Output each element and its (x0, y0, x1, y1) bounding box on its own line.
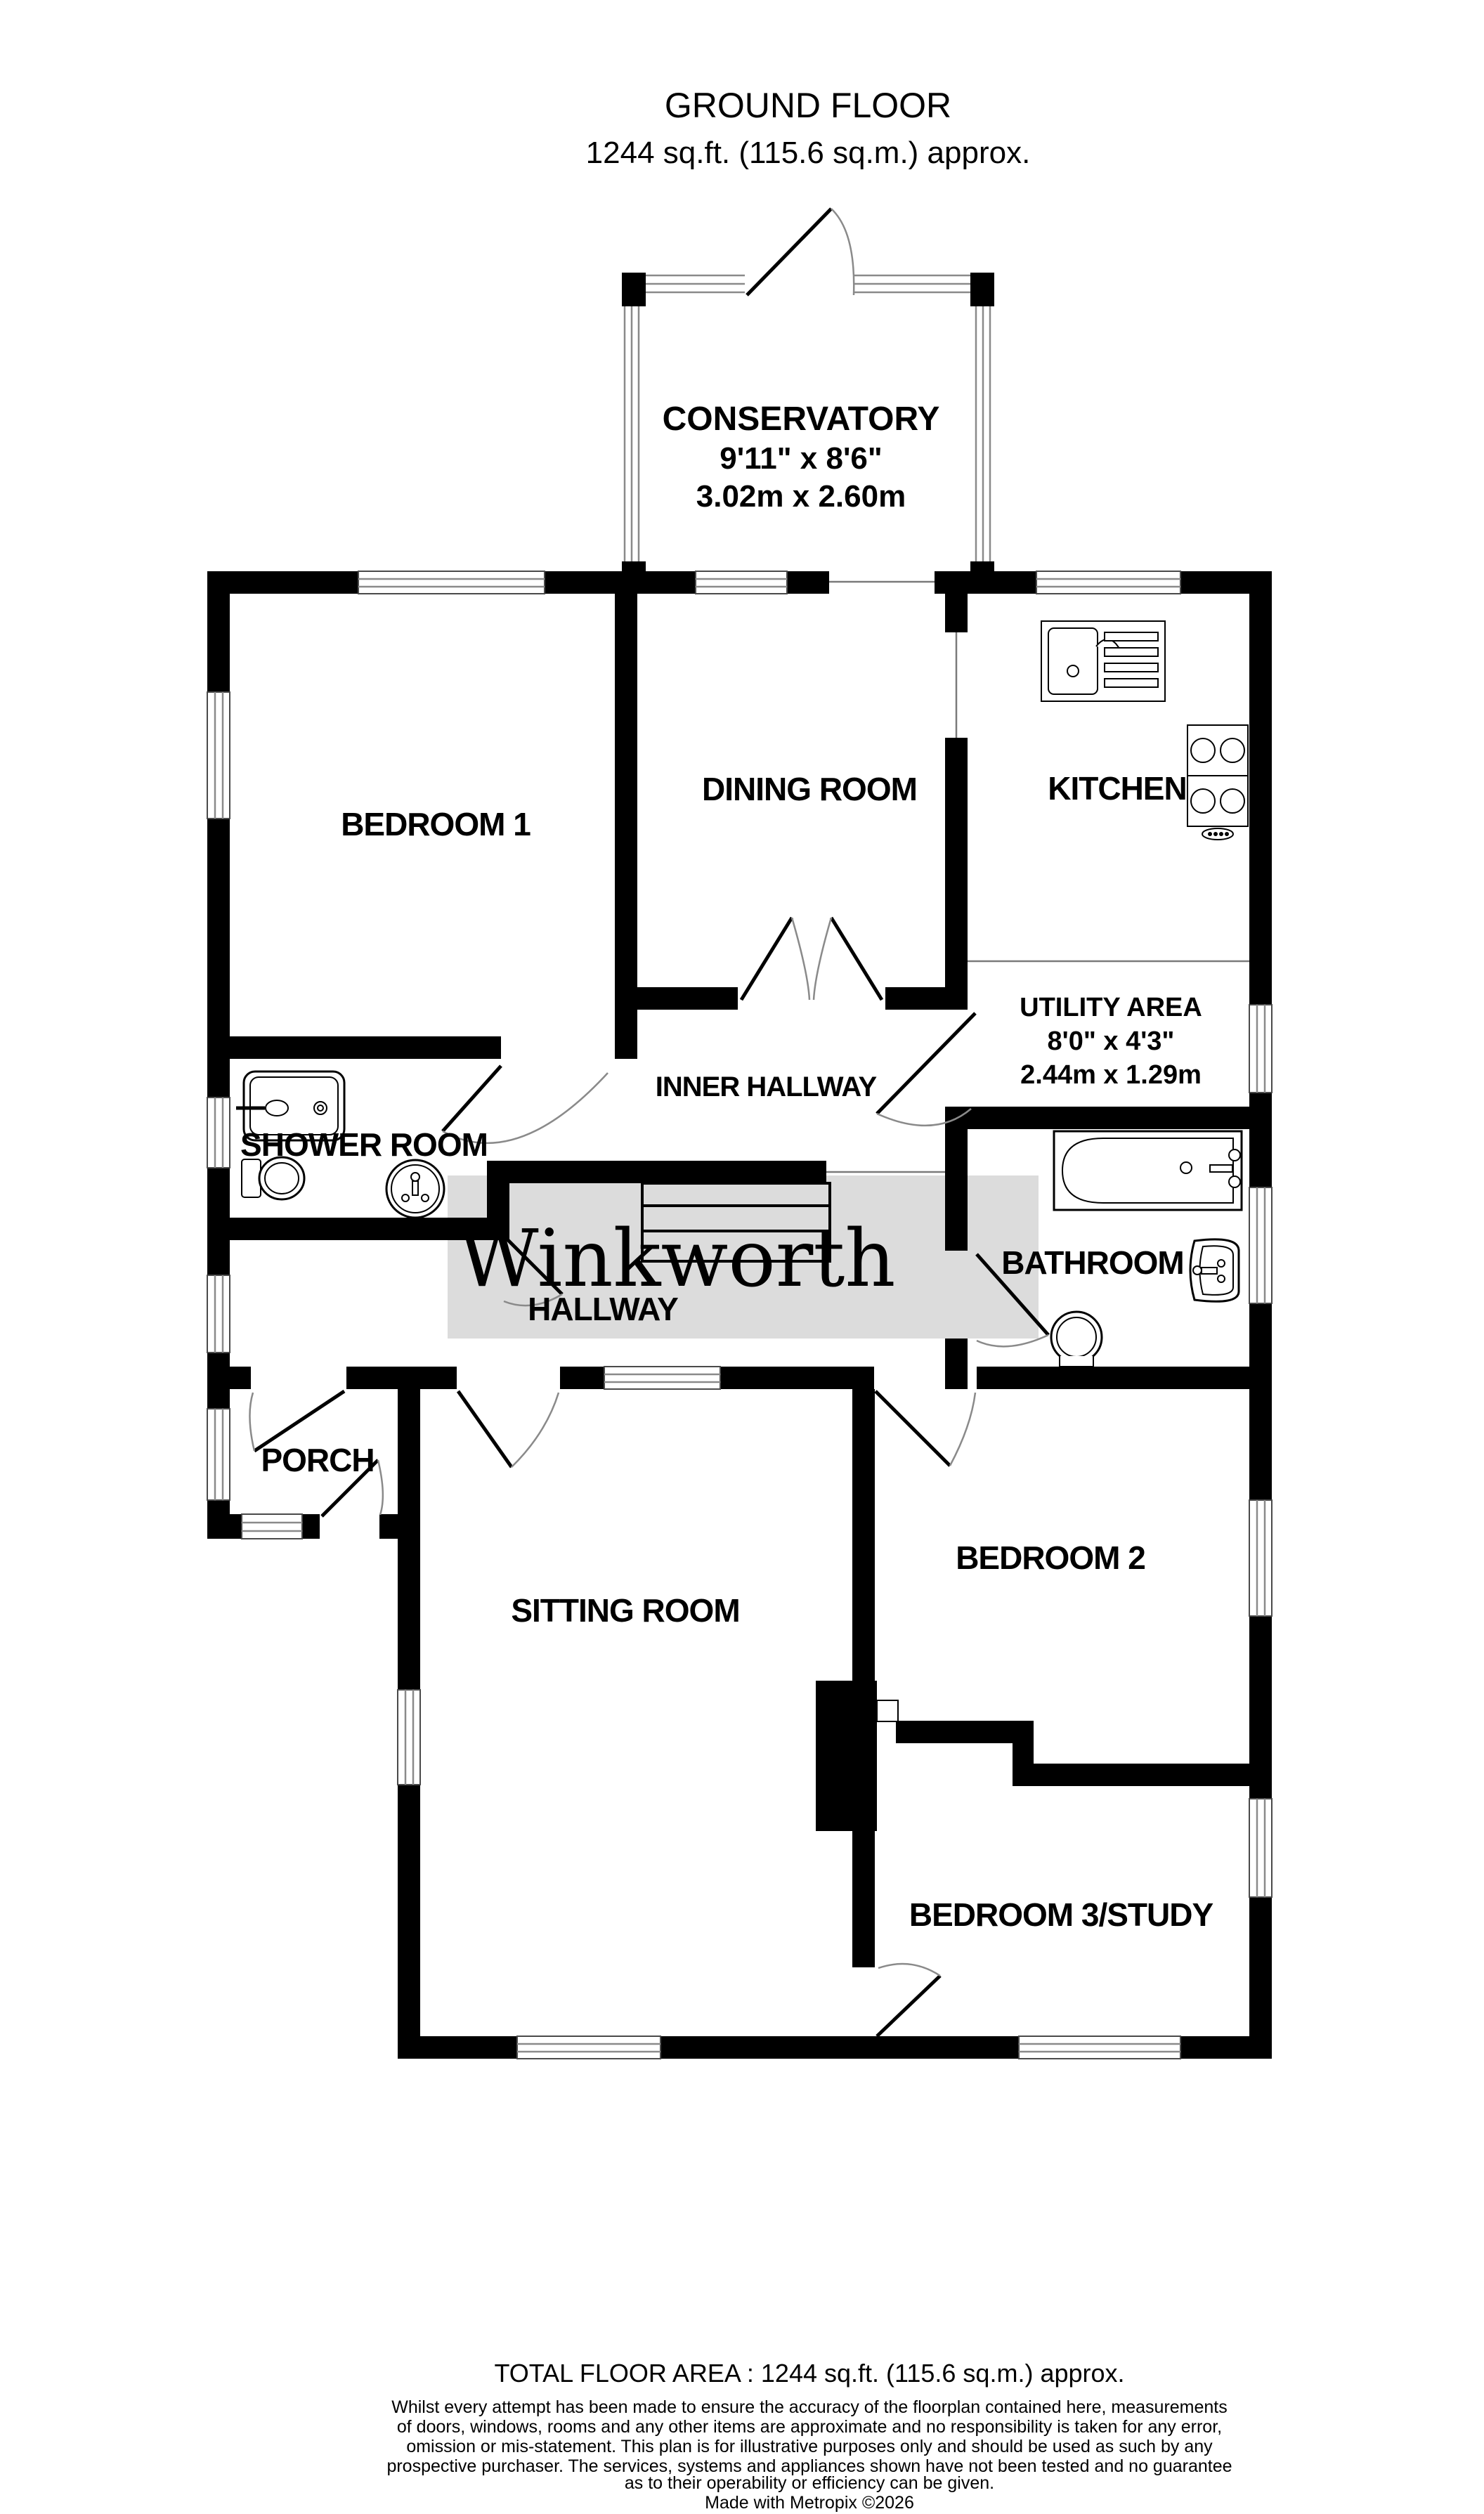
room-label-bedroom3: BEDROOM 3/STUDY (909, 1896, 1213, 1933)
room-label-hallway: HALLWAY (528, 1291, 678, 1327)
open-plan-lines (826, 580, 1249, 1173)
total-floor-area: TOTAL FLOOR AREA : 1244 sq.ft. (115.6 sq… (494, 2359, 1124, 2388)
window-icon (1018, 2036, 1181, 2059)
conservatory-dims-imperial: 9'11" x 8'6" (720, 441, 883, 476)
door-icon (812, 916, 884, 1001)
credit-line: Made with Metropix ©2026 (705, 2493, 914, 2513)
door-icon (876, 1012, 977, 1127)
conservatory-structure (622, 207, 994, 594)
footer: TOTAL FLOOR AREA : 1244 sq.ft. (115.6 sq… (386, 2359, 1232, 2513)
room-label-kitchen: KITCHEN (1048, 770, 1186, 807)
watermark-band (448, 1175, 1039, 1339)
utility-dims-metric: 2.44m x 1.29m (1020, 1060, 1202, 1090)
door-icon (746, 207, 855, 297)
door-icon (456, 1390, 560, 1468)
hearth-notch (876, 1700, 899, 1722)
window-icon (207, 1408, 230, 1501)
disclaimer-line: of doors, windows, rooms and any other i… (397, 2417, 1222, 2437)
walls (207, 571, 1272, 2059)
window-icon (1249, 1499, 1273, 1617)
disclaimer-line: as to their operability or efficiency ca… (625, 2473, 994, 2493)
room-labels: GROUND FLOOR 1244 sq.ft. (115.6 sq.m.) a… (240, 86, 1213, 1933)
window-icon (1249, 1004, 1273, 1093)
basin-icon (385, 1159, 445, 1219)
door-icon (503, 1235, 564, 1307)
bathtub-icon (1053, 1130, 1243, 1211)
door-icon (739, 916, 811, 1001)
window-icon (1249, 1798, 1273, 1898)
disclaimer-line: prospective purchaser. The services, sys… (386, 2456, 1232, 2476)
room-label-bedroom2: BEDROOM 2 (956, 1539, 1145, 1576)
door-icon (874, 1390, 977, 1467)
disclaimer-line: omission or mis-statement. This plan is … (406, 2437, 1213, 2456)
door-icon (876, 1962, 942, 2038)
windows (207, 571, 1273, 2059)
window-icon (358, 571, 545, 594)
utility-dims-imperial: 8'0" x 4'3" (1048, 1027, 1175, 1056)
door-icon (441, 1064, 608, 1145)
watermark-text: Winkworth (458, 1213, 896, 1305)
window-icon (207, 1275, 230, 1353)
kitchen-sink-icon (1041, 620, 1166, 702)
room-label-conservatory: CONSERVATORY (663, 400, 940, 438)
window-icon (516, 2036, 661, 2059)
conservatory-dims-metric: 3.02m x 2.60m (696, 479, 906, 514)
room-label-inner-hallway: INNER HALLWAY (656, 1072, 878, 1102)
room-label-dining: DINING ROOM (702, 771, 917, 807)
doors (249, 916, 1050, 2038)
door-icon (975, 1253, 1050, 1348)
shower-icon (236, 1070, 346, 1142)
toilet-icon (1050, 1310, 1103, 1367)
disclaimer-line: Whilst every attempt has been made to en… (391, 2397, 1228, 2417)
door-icon (249, 1389, 346, 1453)
window-icon (207, 691, 230, 819)
window-icon (604, 1366, 721, 1390)
window-icon (695, 571, 788, 594)
window-icon (1249, 1187, 1273, 1304)
room-label-bathroom: BATHROOM (1001, 1244, 1183, 1281)
toilet-icon (241, 1156, 306, 1201)
room-label-shower-room: SHOWER ROOM (240, 1126, 488, 1163)
window-icon (207, 1097, 230, 1168)
storage-shelves-icon (641, 1182, 831, 1263)
chimney-breast (816, 1681, 877, 1831)
door-icon (320, 1459, 384, 1518)
window-icon (397, 1689, 421, 1785)
page-title: GROUND FLOOR (665, 86, 951, 125)
window-icon (1036, 571, 1181, 594)
room-label-bedroom1: BEDROOM 1 (341, 806, 531, 842)
window-icon (241, 1513, 303, 1539)
room-label-utility: UTILITY AREA (1020, 993, 1202, 1022)
hob-icon (1187, 724, 1249, 840)
basin-icon (1189, 1238, 1240, 1303)
page-subtitle: 1244 sq.ft. (115.6 sq.m.) approx. (586, 136, 1031, 170)
room-label-porch: PORCH (261, 1442, 374, 1478)
room-label-sitting-room: SITTING ROOM (511, 1592, 739, 1629)
